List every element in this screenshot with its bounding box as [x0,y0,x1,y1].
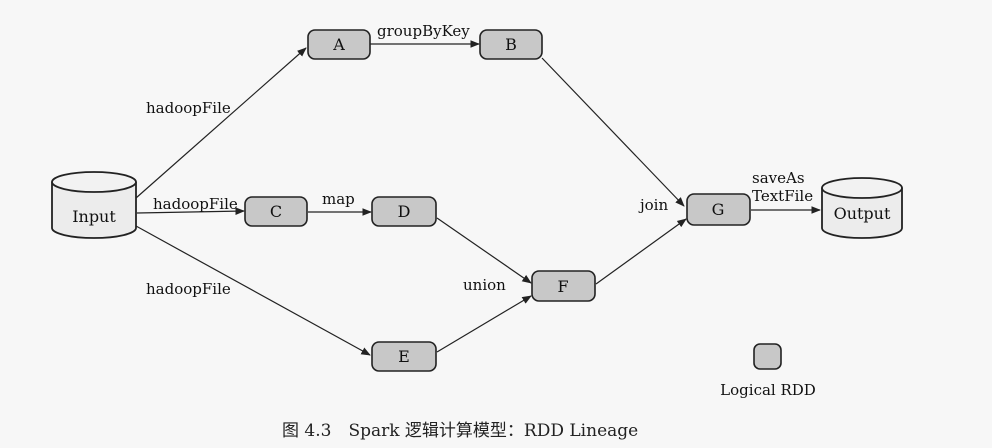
rdd-node-e: E [371,341,437,372]
edge-input-e [135,225,371,356]
edge-b-g [541,57,685,207]
edge-input-c [136,207,245,216]
input-label: Input [72,207,116,226]
figure-caption: 图 4.3 Spark 逻辑计算模型：RDD Lineage [282,421,638,441]
rdd-node-a: A [307,29,371,60]
edge-label-union: union [463,276,506,294]
rdd-node-f: F [531,270,596,302]
output-label: Output [834,204,891,223]
edge-label-saveas-1: saveAs [752,169,805,187]
edge-input-a [135,47,307,199]
svg-text:C: C [270,202,282,221]
edge-label-saveas-2: TextFile [752,187,813,205]
edge-label-input-e: hadoopFile [146,280,231,298]
output-datastore: Output [821,177,903,239]
edge-f-g [595,218,687,285]
edge-d-f [436,217,532,284]
edge-e-f [436,295,532,353]
edge-label-join: join [638,196,668,214]
legend: Logical RDD [720,343,816,399]
svg-text:E: E [398,347,410,366]
edge-label-input-a: hadoopFile [146,99,231,117]
svg-text:F: F [557,277,568,296]
svg-text:A: A [332,35,345,54]
legend-label: Logical RDD [720,381,816,399]
rdd-node-d: D [371,196,437,227]
legend-swatch [753,343,782,370]
input-datastore: Input [51,171,137,239]
rdd-node-g: G [686,193,751,226]
edge-label-input-c: hadoopFile [153,195,238,213]
edge-label-a-b: groupByKey [377,22,470,40]
edge-label-c-d: map [322,190,355,208]
svg-text:B: B [505,35,517,54]
rdd-node-b: B [479,29,543,60]
svg-text:G: G [712,200,725,219]
rdd-node-c: C [244,196,308,227]
svg-text:D: D [398,202,411,221]
